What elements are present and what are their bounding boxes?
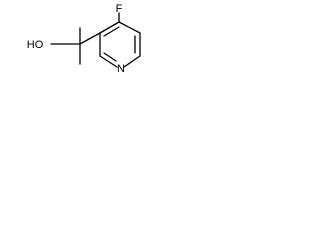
pyridine-ring [99,21,141,68]
ring-double-bond-c2-n [103,52,117,62]
fluorine-atom-label: F [116,3,123,15]
hydroxyl-group-label: HO [27,39,44,51]
ring-double-bond-c4-c3 [103,26,120,37]
ring-bond-c4-c3 [99,21,120,34]
bond-ring-to-quaternary-carbon [79,32,101,45]
ring-bond-c2-n [99,55,118,68]
nitrogen-atom-label: N [117,63,125,75]
ring-bond-c5-c4 [118,21,141,34]
chemical-structure-diagram: F HO N [27,3,141,75]
ring-bond-n-c6 [123,55,141,68]
